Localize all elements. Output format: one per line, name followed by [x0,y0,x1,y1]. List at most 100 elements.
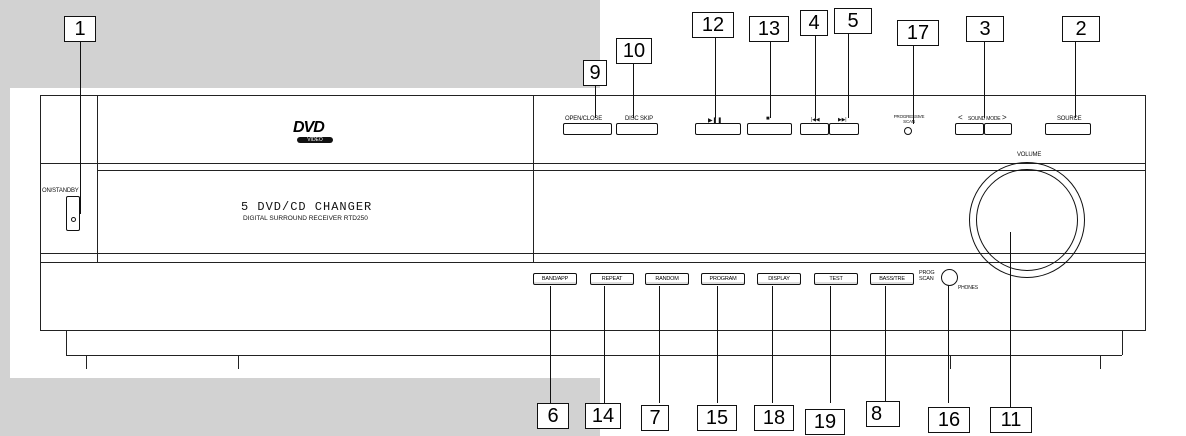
base-edge [66,331,67,355]
callout-leader [633,64,634,118]
standby-indicator-icon [71,217,76,222]
bass-tre-button[interactable]: BASS/TRE [870,273,914,285]
band-app-button[interactable]: BAND/APP [533,273,577,285]
panel-divider [40,253,1146,254]
prev-icon: |◀◀ [811,117,820,123]
test-label: TEST [829,276,843,282]
volume-label: VOLUME [1017,152,1042,158]
callout-9: 9 [583,60,607,86]
prev-button[interactable] [800,123,829,135]
display-subtitle: DIGITAL SURROUND RECEIVER RTD250 [243,215,368,222]
volume-knob-inner [976,169,1078,271]
callout-16: 16 [928,407,970,433]
panel-divider [97,170,1146,171]
callout-leader [772,286,773,403]
callout-11: 11 [990,407,1032,433]
sound-mode-label: SOUND MODE [968,116,1001,122]
callout-7: 7 [641,405,669,431]
phones-jack[interactable] [941,269,958,286]
callout-6: 6 [537,403,569,429]
callout-15: 15 [697,405,737,431]
callout-17: 17 [897,20,939,46]
callout-leader [604,286,605,403]
volume-knob[interactable] [969,162,1085,278]
callout-5: 5 [834,8,872,34]
callout-leader [80,42,81,214]
callout-leader [830,286,831,403]
callout-19: 19 [805,409,845,435]
foot [238,355,239,369]
dvd-logo-sub: VIDEO [297,137,333,143]
next-icon: ▶▶| [838,117,847,123]
callout-4: 4 [800,10,828,36]
callout-leader [815,36,816,118]
stop-icon: ■ [766,116,770,122]
display-title: 5 DVD/CD CHANGER [241,200,373,214]
callout-leader [595,86,596,118]
panel-divider [40,163,1146,164]
callout-3: 3 [966,16,1004,42]
background-shape [0,378,600,436]
display-label: DISPLAY [768,276,790,282]
foot [86,355,87,369]
prog-scan-label: PROG SCAN [919,270,935,282]
base-line [66,355,1122,356]
callout-leader [984,42,985,118]
display-button[interactable]: DISPLAY [757,273,801,285]
callout-leader [715,38,716,118]
callout-leader [717,286,718,403]
panel-divider [40,262,1146,263]
callout-14: 14 [585,403,621,429]
disc-skip-label: DISC SKIP [625,116,653,122]
random-button[interactable]: RANDOM [645,273,689,285]
callout-2: 2 [1062,16,1100,42]
callout-1: 1 [64,16,96,42]
play-pause-icon: ▶❚❚ [708,118,723,124]
callout-18: 18 [754,405,794,431]
disc-skip-button[interactable] [616,123,658,135]
stop-button[interactable] [747,123,792,135]
foot [1100,355,1101,369]
program-label: PROGRAM [709,276,737,282]
callout-leader [913,46,914,124]
sound-mode-right-button[interactable] [984,123,1012,135]
background-shape [0,0,600,88]
source-button[interactable] [1045,123,1091,135]
progressive-scan-label: PROGRESSIVE SCAN [893,114,925,124]
callout-leader [770,42,771,118]
test-button[interactable]: TEST [814,273,858,285]
callout-13: 13 [749,16,789,42]
bass-tre-label: BASS/TRE [879,276,905,282]
callout-leader [848,34,849,118]
callout-leader [885,286,886,403]
source-label: SOURCE [1057,116,1082,122]
sound-left-icon: < [958,113,963,122]
callout-8: 8 [866,401,900,427]
callout-12: 12 [692,12,734,38]
program-button[interactable]: PROGRAM [701,273,745,285]
background-shape [0,88,10,378]
callout-leader [659,286,660,403]
next-button[interactable] [829,123,859,135]
panel-divider [533,95,534,262]
sound-right-icon: > [1002,113,1007,122]
sound-mode-left-button[interactable] [955,123,984,135]
dvd-logo: DVD [293,119,325,136]
progressive-scan-button[interactable] [904,127,912,135]
callout-leader [1010,232,1011,407]
panel-divider [97,95,98,262]
random-label: RANDOM [655,276,679,282]
callout-10: 10 [616,38,652,64]
base-edge [1122,331,1123,355]
on-standby-button[interactable] [66,196,80,231]
play-pause-button[interactable] [695,123,741,135]
open-close-label: OPEN/CLOSE [565,116,603,122]
repeat-button[interactable]: REPEAT [590,273,634,285]
callout-leader [550,286,551,403]
open-close-button[interactable] [563,123,612,135]
phones-label: PHONES [958,285,978,291]
on-standby-label: ON/STANDBY [42,188,79,194]
repeat-label: REPEAT [601,276,623,282]
foot [950,355,951,369]
band-app-label: BAND/APP [541,276,569,282]
